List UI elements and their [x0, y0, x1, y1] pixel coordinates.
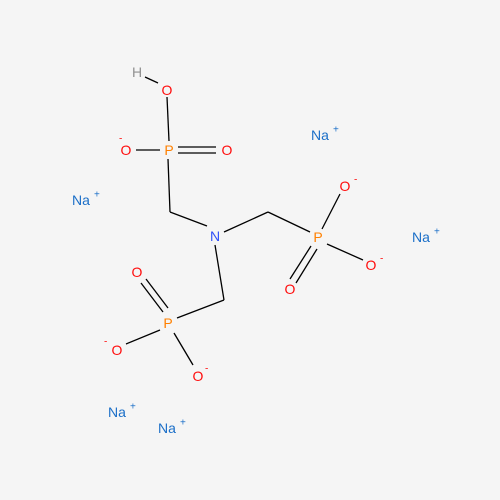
bond-c1-p1 [167, 158, 171, 213]
sodium-ion-1: Na [311, 127, 329, 143]
charge-na-1: + [333, 125, 339, 136]
sodium-ion-3: Na [412, 229, 430, 245]
oxygen-atom-3b: O [112, 342, 123, 358]
bond-p2-o-upper [321, 193, 341, 230]
bond-n-c3 [214, 244, 225, 301]
bond-p3-o-left [125, 329, 161, 345]
charge-na-5: + [180, 418, 186, 429]
phosphorus-atom-1: P [164, 142, 173, 158]
oxygen-atom-2b: O [366, 257, 377, 273]
sodium-ion-2: Na [72, 192, 90, 208]
sodium-ion-5: Na [158, 420, 176, 436]
bond-p3-o-double-a [140, 282, 164, 313]
oxygen-atom-3a: O [132, 264, 143, 280]
charge-o-2b: - [380, 254, 383, 265]
charge-na-2: + [94, 190, 100, 201]
oxygen-atom-2c: O [285, 281, 296, 297]
bond-p1-o-hydroxyl [166, 96, 170, 142]
oxygen-atom-3c: O [193, 368, 204, 384]
sodium-ion-layer: Na + Na + Na + Na + Na + [72, 125, 440, 437]
bond-c2-p2 [267, 211, 311, 233]
bond-n-c2 [223, 211, 269, 233]
bond-p3-o-lower [173, 332, 194, 366]
oxygen-atom-1b: O [222, 142, 233, 158]
oxygen-atom-hydroxyl: O [162, 82, 173, 98]
bond-c3-p3 [176, 299, 225, 319]
charge-o-1a: - [119, 134, 122, 145]
bond-n-c1 [169, 211, 208, 227]
hydrogen-atom: H [132, 64, 142, 80]
charge-na-4: + [130, 402, 136, 413]
bond-p2-o-double-b [295, 248, 318, 284]
bond-layer [125, 76, 364, 366]
oxygen-atom-2a: O [340, 178, 351, 194]
charge-na-3: + [434, 227, 440, 238]
phosphorus-atom-3: P [163, 315, 172, 331]
bond-o-h [144, 76, 159, 84]
charge-o-3b: - [104, 337, 107, 348]
charge-o-3c: - [205, 364, 208, 375]
charge-o-2a: - [354, 175, 357, 186]
oxygen-atom-1a: O [121, 142, 132, 158]
bond-p3-o-double-b [145, 278, 169, 309]
phosphorus-atom-2: P [313, 229, 322, 245]
atom-layer: H O P O - O N P O - O - O P O O - O - [104, 64, 383, 384]
nitrogen-atom: N [210, 228, 220, 244]
bond-p2-o-right [326, 243, 364, 261]
sodium-ion-4: Na [108, 404, 126, 420]
bond-p2-o-double-a [289, 245, 312, 280]
